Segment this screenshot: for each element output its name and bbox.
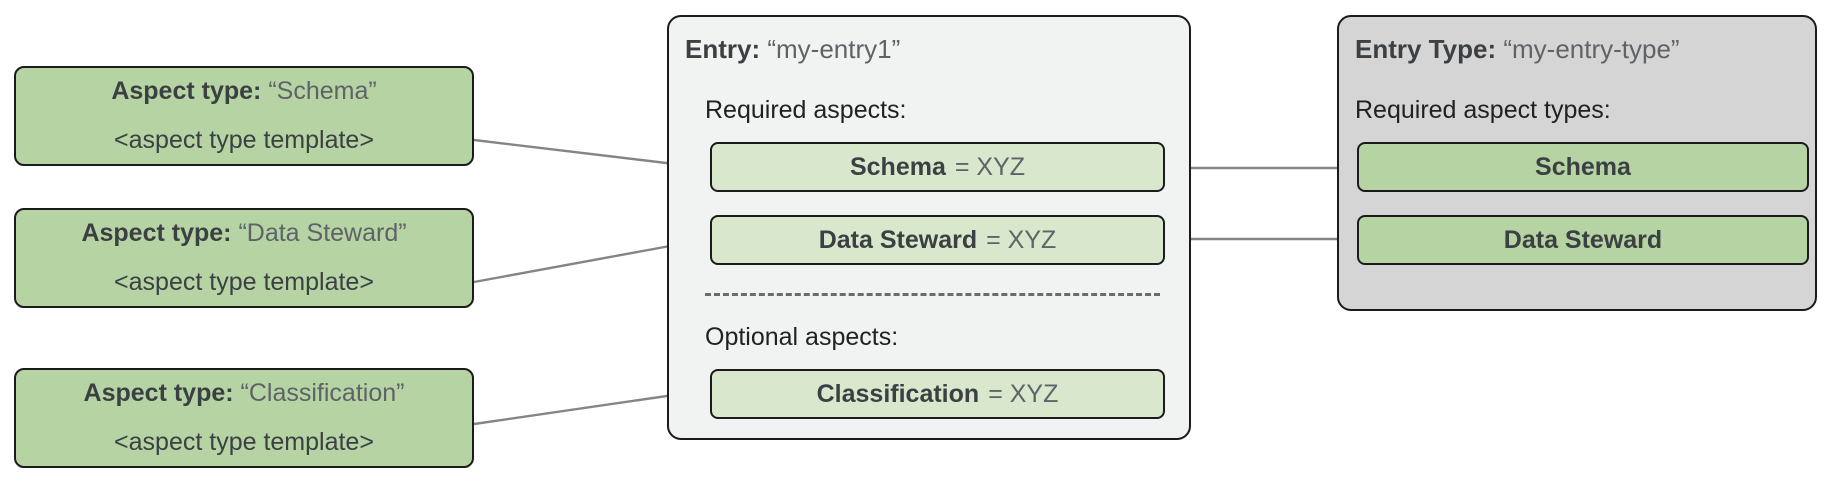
- entry-optional-aspects-label: Optional aspects:: [705, 323, 899, 351]
- entry-required-aspects-label: Required aspects:: [705, 96, 907, 124]
- entry-type-required-aspect-data-steward[interactable]: Data Steward: [1357, 215, 1809, 265]
- entry-required-aspect-data-steward[interactable]: Data Steward = XYZ: [710, 215, 1165, 265]
- aspect-type-card-schema-template: <aspect type template>: [114, 126, 374, 154]
- aspect-type-card-data-steward[interactable]: Aspect type: “Data Steward” <aspect type…: [14, 208, 474, 308]
- entry-required-optional-divider: [705, 293, 1160, 296]
- aspect-type-label: Aspect type:: [83, 378, 234, 407]
- aspect-type-card-schema[interactable]: Aspect type: “Schema” <aspect type templ…: [14, 66, 474, 166]
- entry-type-required-aspect-schema-name: Schema: [1535, 152, 1631, 181]
- entry-type-panel[interactable]: Entry Type: “my-entry-type” Required asp…: [1337, 15, 1817, 311]
- aspect-type-label: Aspect type:: [111, 76, 262, 105]
- aspect-type-label: Aspect type:: [81, 218, 232, 247]
- aspect-type-name: “Data Steward”: [238, 218, 407, 247]
- entry-required-aspect-data-steward-name: Data Steward: [818, 225, 978, 254]
- entry-optional-aspect-classification-value: = XYZ: [988, 379, 1059, 408]
- entry-required-aspect-schema[interactable]: Schema = XYZ: [710, 142, 1165, 192]
- aspect-type-card-data-steward-title: Aspect type: “Data Steward”: [81, 218, 407, 248]
- entry-type-panel-title: Entry Type: “my-entry-type”: [1355, 35, 1680, 64]
- entry-type-name: “my-entry-type”: [1503, 34, 1680, 64]
- entry-panel-title: Entry: “my-entry1”: [685, 35, 900, 64]
- aspect-type-name: “Schema”: [268, 76, 377, 105]
- entry-label: Entry:: [685, 34, 761, 64]
- entry-type-required-aspect-data-steward-name: Data Steward: [1503, 225, 1663, 254]
- entry-optional-aspect-classification-name: Classification: [816, 379, 980, 408]
- entry-required-aspect-schema-value: = XYZ: [954, 152, 1026, 181]
- entry-type-required-aspect-schema[interactable]: Schema: [1357, 142, 1809, 192]
- aspect-type-card-schema-title: Aspect type: “Schema”: [111, 76, 377, 106]
- entry-panel[interactable]: Entry: “my-entry1” Required aspects: Sch…: [667, 15, 1191, 440]
- entry-name: “my-entry1”: [767, 34, 901, 64]
- aspect-type-card-classification-title: Aspect type: “Classification”: [83, 378, 405, 408]
- aspect-type-card-classification[interactable]: Aspect type: “Classification” <aspect ty…: [14, 368, 474, 468]
- entry-optional-aspect-classification[interactable]: Classification = XYZ: [710, 369, 1165, 419]
- aspect-type-name: “Classification”: [240, 378, 405, 407]
- entry-required-aspect-data-steward-value: = XYZ: [986, 225, 1057, 254]
- entry-type-label: Entry Type:: [1355, 34, 1497, 64]
- aspect-type-card-classification-template: <aspect type template>: [114, 428, 374, 456]
- aspect-type-card-data-steward-template: <aspect type template>: [114, 268, 374, 296]
- entry-type-required-label: Required aspect types:: [1355, 96, 1611, 124]
- entry-required-aspect-schema-name: Schema: [849, 152, 946, 181]
